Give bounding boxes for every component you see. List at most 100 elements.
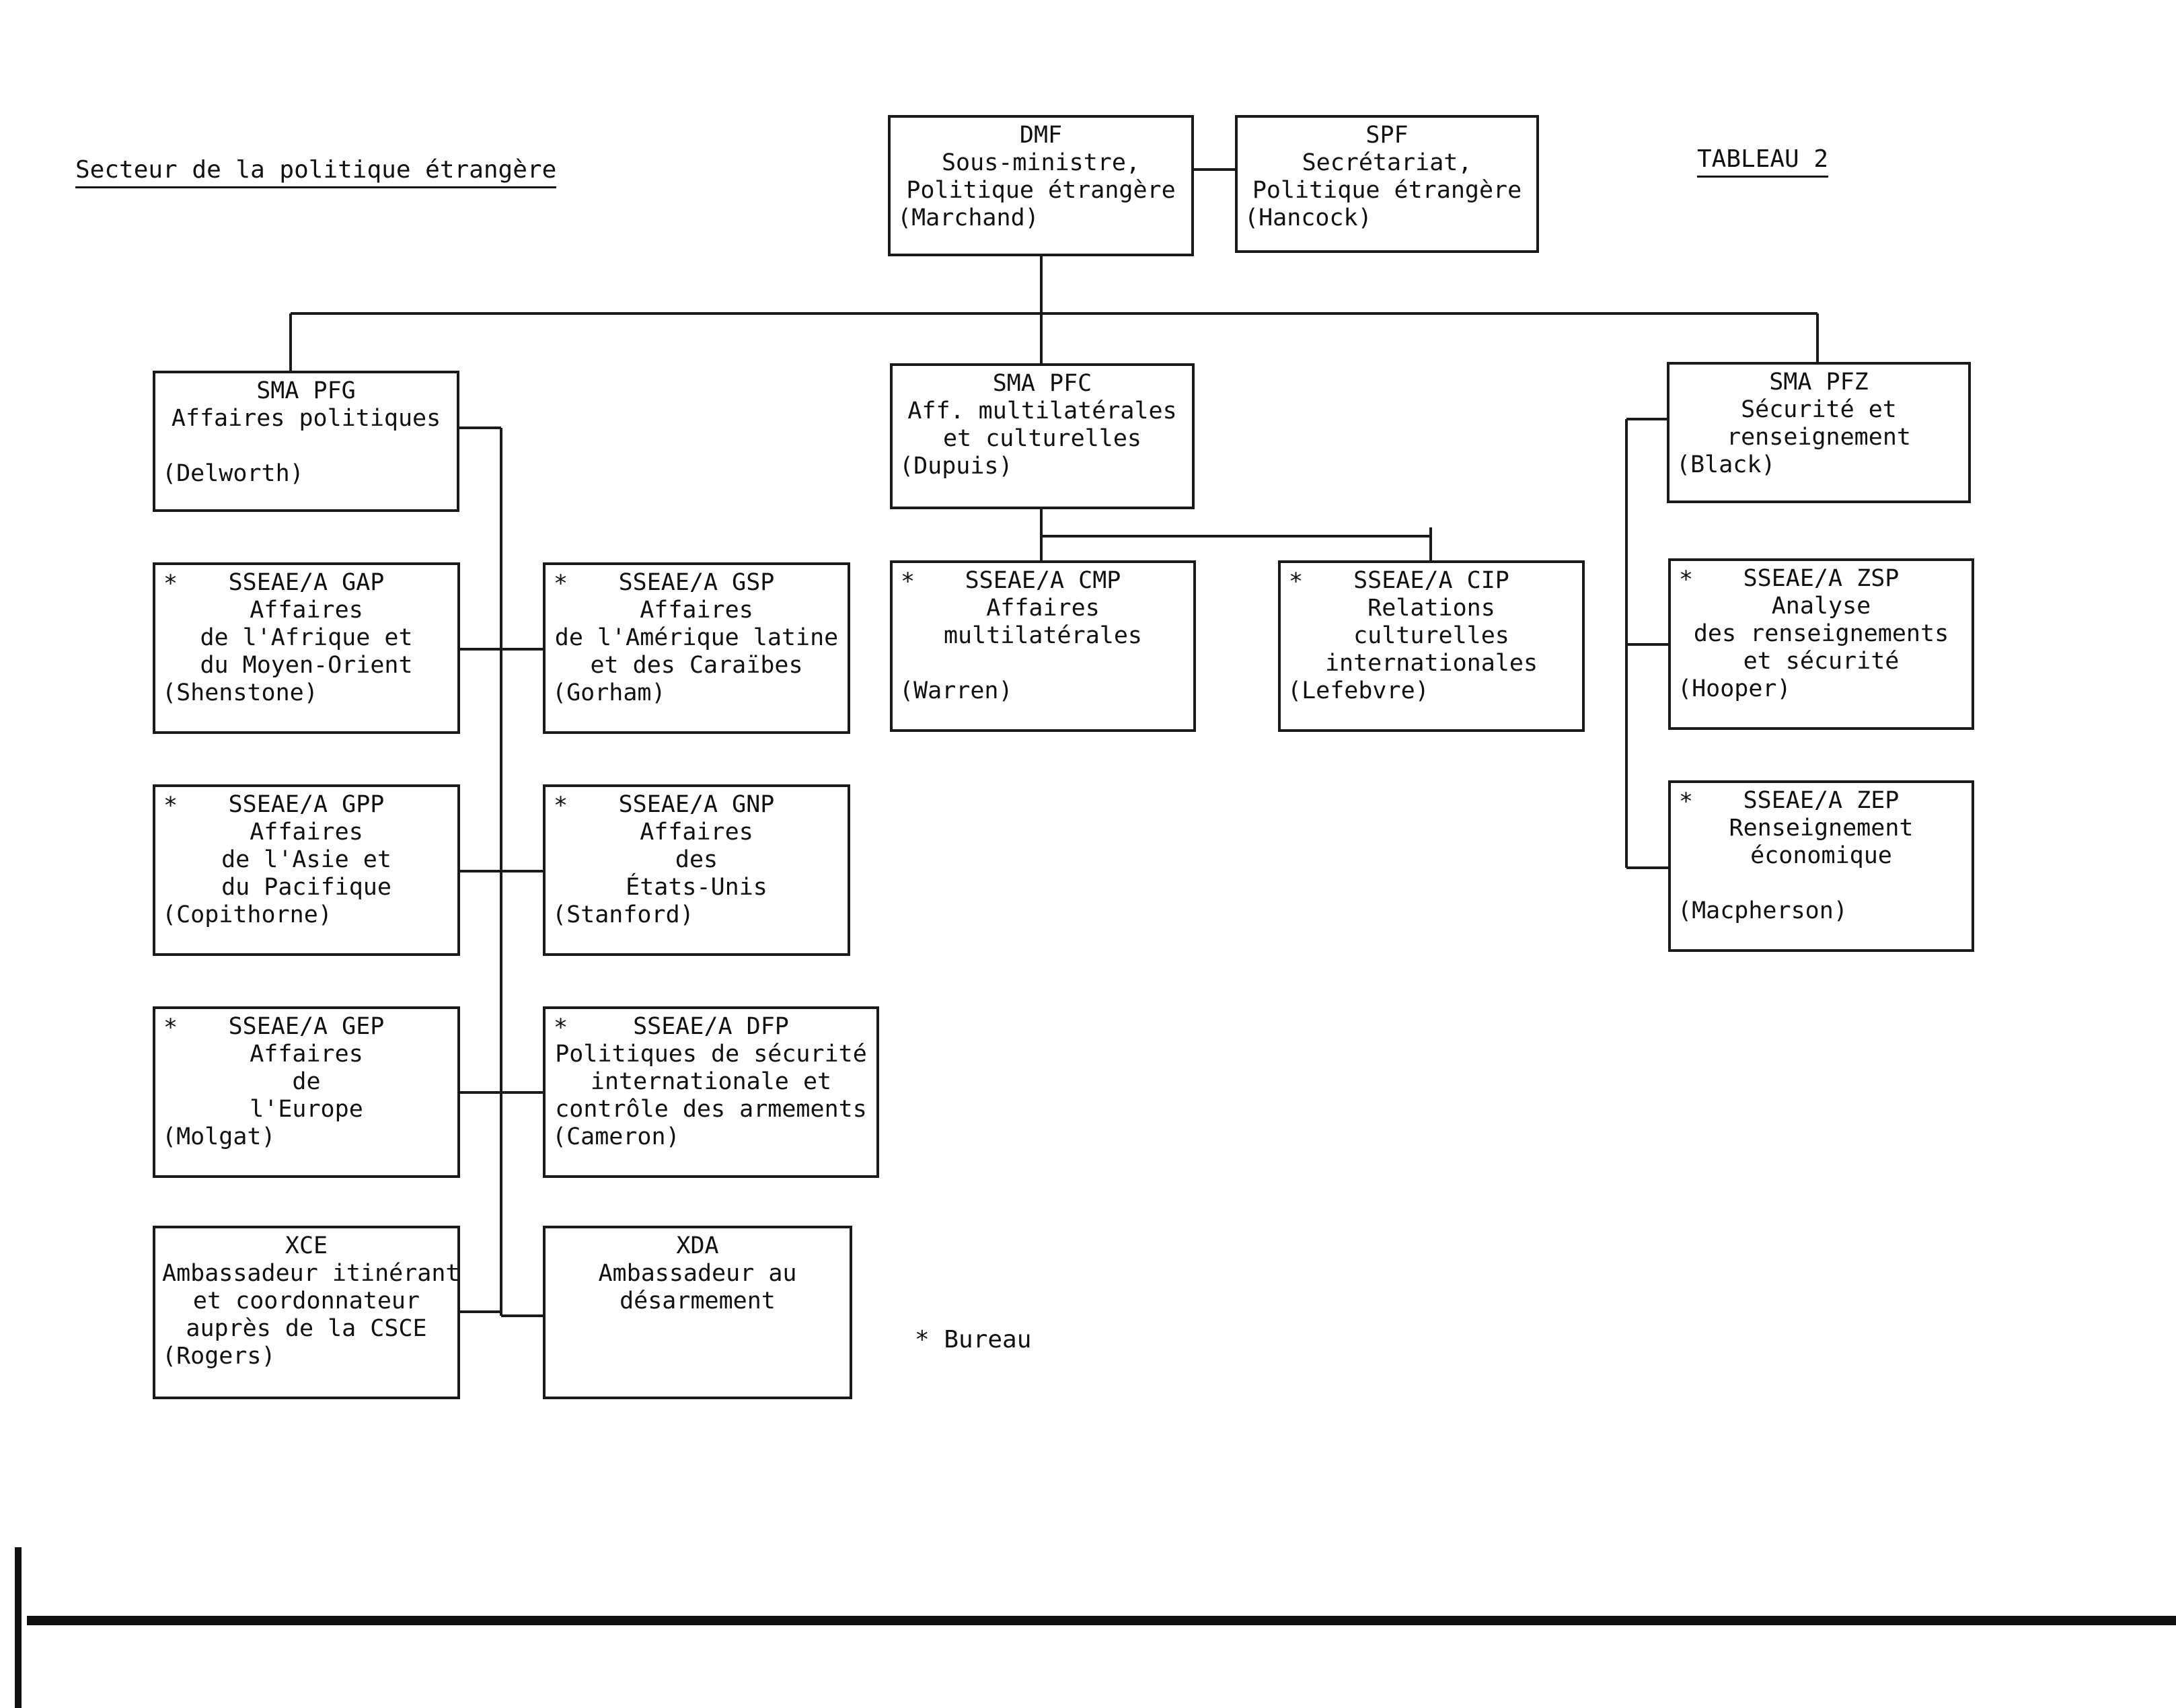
node-title-line: États-Unis <box>626 874 767 901</box>
node-title-line: culturelles <box>1353 622 1509 649</box>
node-code: SSEAE/A ZEP <box>1743 787 1900 814</box>
node-incumbent: (Gorham) <box>552 679 666 706</box>
node-title-line: Ambassadeur itinérant <box>162 1260 460 1287</box>
node-title-line <box>899 650 1187 677</box>
node-code: SSEAE/A GPP <box>228 791 385 818</box>
node-title-line: Affaires <box>250 1041 363 1068</box>
node-title-line: Affaires <box>250 819 363 846</box>
node-title-line: Analyse <box>1771 593 1871 620</box>
node-incumbent: (Hooper) <box>1678 675 1791 702</box>
node-title-line: Politique étrangère <box>906 177 1176 204</box>
bureau-marker: * <box>1679 788 1694 815</box>
node-title-line: Politiques de sécurité <box>555 1041 867 1068</box>
node-code: SMA PFZ <box>1769 369 1869 396</box>
page-title: Secteur de la politique étrangère <box>75 156 557 188</box>
bureau-marker: * <box>554 570 568 597</box>
node-code: SSEAE/A GNP <box>618 791 775 818</box>
node-code: SSEAE/A ZSP <box>1743 565 1900 592</box>
node-title-line: Renseignement <box>1729 815 1914 842</box>
node-title-line: de l'Amérique latine <box>554 624 839 651</box>
node-code: SSEAE/A GSP <box>618 569 775 596</box>
node-code: XDA <box>676 1232 719 1259</box>
node-incumbent: (Dupuis) <box>899 453 1013 480</box>
node-title-line: du Pacifique <box>221 874 391 901</box>
bureau-marker: * <box>554 1014 568 1041</box>
node-title-line: des <box>675 846 718 873</box>
node-code: SSEAE/A CMP <box>965 567 1121 594</box>
node-incumbent: (Cameron) <box>552 1123 680 1150</box>
table-label: TABLEAU 2 <box>1697 145 1829 178</box>
node-title-line: Sous-ministre, <box>941 149 1140 176</box>
node-incumbent: (Lefebvre) <box>1287 677 1429 704</box>
node-incumbent: (Molgat) <box>162 1123 276 1150</box>
bureau-marker: * <box>163 570 178 597</box>
node-code: XCE <box>285 1232 328 1259</box>
node-title-line: des renseignements <box>1693 620 1949 647</box>
node-incumbent: (Rogers) <box>162 1343 276 1370</box>
node-incumbent: (Copithorne) <box>162 901 332 928</box>
node-title-line: Aff. multilatérales <box>907 398 1177 424</box>
node-title-line: et coordonnateur <box>192 1288 420 1314</box>
node-title-line: économique <box>1750 842 1892 869</box>
node-title-line: et des Caraïbes <box>590 652 803 679</box>
node-title-line: Affaires <box>640 597 753 624</box>
node-title-line: Affaires <box>986 595 1100 622</box>
node-title-line: Affaires politiques <box>171 405 441 432</box>
node-code: SSEAE/A CIP <box>1353 567 1509 594</box>
node-title-line: Relations <box>1367 595 1495 622</box>
node-title-line: auprès de la CSCE <box>186 1315 427 1342</box>
node-title-line: de <box>292 1068 321 1095</box>
node-incumbent: (Marchand) <box>897 205 1039 231</box>
node-title-line: Affaires <box>640 819 753 846</box>
node-title-line: Ambassadeur au <box>598 1260 797 1287</box>
bureau-marker: * <box>163 1014 178 1041</box>
bureau-marker: * <box>901 568 915 595</box>
node-title-line: internationales <box>1324 650 1538 677</box>
node-incumbent: (Macpherson) <box>1678 897 1848 924</box>
node-title-line <box>1678 870 1965 897</box>
node-code: SSEAE/A DFP <box>633 1013 789 1040</box>
node-title-line: de l'Asie et <box>221 846 391 873</box>
node-incumbent: (Shenstone) <box>162 679 318 706</box>
node-code: SSEAE/A GEP <box>228 1013 385 1040</box>
node-code: SSEAE/A GAP <box>228 569 385 596</box>
node-incumbent: (Delworth) <box>162 460 304 487</box>
node-code: SPF <box>1365 122 1409 149</box>
node-title-line: Politique étrangère <box>1252 177 1522 204</box>
node-title-line: renseignement <box>1727 424 1911 451</box>
node-title-line: multilatérales <box>943 622 1142 649</box>
node-title-line: de l'Afrique et <box>200 624 413 651</box>
node-title-line: du Moyen-Orient <box>200 652 413 679</box>
node-title-line: internationale et <box>590 1068 832 1095</box>
node-code: SMA PFC <box>992 370 1092 397</box>
node-title-line: Sécurité et <box>1741 396 1897 423</box>
bureau-marker: * <box>554 792 568 819</box>
page-edge-mark <box>15 1547 22 1708</box>
node-code: SMA PFG <box>256 377 356 404</box>
node-incumbent: (Hancock) <box>1244 205 1372 231</box>
node-title-line: et sécurité <box>1743 648 1900 675</box>
node-title-line: contrôle des armements <box>555 1096 867 1123</box>
bureau-marker: * <box>1679 566 1694 593</box>
bureau-marker: * <box>1289 568 1304 595</box>
node-incumbent: (Stanford) <box>552 901 694 928</box>
node-title-line <box>162 433 450 460</box>
node-title-line: désarmement <box>620 1288 776 1314</box>
